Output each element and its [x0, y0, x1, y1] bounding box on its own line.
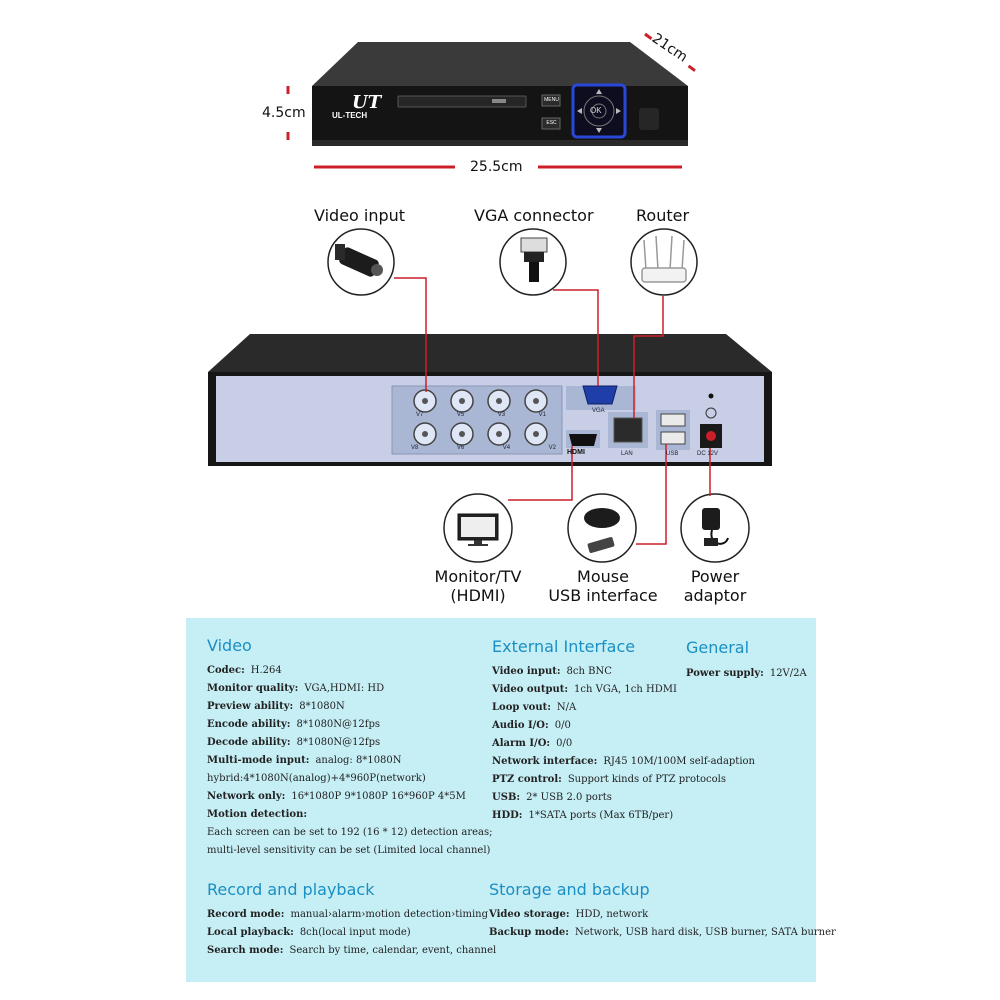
bnc-top-labels: V7 V5 V3 V1 — [416, 412, 546, 418]
spec-row: Video input:8ch BNC — [492, 666, 612, 677]
spec-row: HDD:1*SATA ports (Max 6TB/per) — [492, 810, 674, 821]
motion-text-line2: multi-level sensitivity can be set (Limi… — [207, 845, 491, 856]
spec-row: Power supply:12V/2A — [686, 668, 807, 679]
monitor-label-line2: (HDMI) — [450, 586, 506, 605]
esc-button — [541, 117, 561, 130]
esc-button-label: ESC — [546, 120, 557, 126]
connector-lines — [394, 277, 711, 545]
diagram: UT — [208, 32, 772, 563]
logo-text: UL-TECH — [332, 111, 368, 120]
vga-cable-icon — [520, 237, 548, 282]
spec-row: Video output:1ch VGA, 1ch HDMI — [492, 684, 677, 695]
spec-panel: Video Codec:H.264 Monitor quality:VGA,HD… — [186, 618, 836, 982]
vga-port — [582, 385, 618, 405]
spec-row: Multi-mode input:analog: 8*1080N — [207, 755, 402, 766]
monitor-screen-icon — [457, 513, 499, 546]
bnc-label: V2 — [548, 445, 556, 451]
lan-port-label: LAN — [621, 451, 633, 457]
bnc-label: V1 — [538, 412, 546, 418]
spec-row: Search mode:Search by time, calendar, ev… — [207, 945, 497, 956]
spec-row: USB:2* USB 2.0 ports — [492, 792, 612, 803]
hdmi-port-label: HDMI — [567, 449, 585, 456]
bnc-label: V7 — [416, 412, 424, 418]
spec-row: Loop vout:N/A — [492, 702, 577, 713]
usb-port-label: USB — [666, 451, 679, 457]
mouse-label: Mouse USB interface — [544, 567, 662, 605]
router-device-icon — [641, 235, 687, 283]
mouse-label-line1: Mouse — [577, 567, 629, 586]
spec-row: Local playback:8ch(local input mode) — [207, 927, 411, 938]
spec-row: Encode ability:8*1080N@12fps — [207, 719, 381, 730]
nav-pad — [571, 83, 627, 139]
spec-row: Audio I/O:0/0 — [492, 720, 571, 731]
logo-mark: UT — [352, 92, 383, 113]
adaptor-device-icon — [702, 508, 729, 546]
dc-port-label: DC 12V — [697, 451, 719, 457]
bnc-label: V8 — [411, 445, 419, 451]
bnc-label: V3 — [497, 412, 506, 418]
vga-connector-label: VGA connector — [474, 206, 594, 225]
spec-row: Motion detection: — [207, 809, 308, 820]
spec-row: Backup mode:Network, USB hard disk, USB … — [489, 927, 836, 938]
spec-row: Record mode:manual›alarm›motion detectio… — [207, 909, 488, 920]
power-label: Power adaptor — [672, 567, 758, 605]
menu-button-label: MENU — [544, 97, 559, 103]
mouse-device-icon — [584, 508, 620, 553]
dimension-markers — [286, 32, 706, 169]
width-label: 25.5cm — [470, 159, 523, 175]
camera-icon — [335, 244, 383, 277]
spec-row: Network only:16*1080P 9*1080P 16*960P 4*… — [207, 791, 466, 802]
bnc-bottom-labels: V8 V6 V4 V2 — [411, 445, 556, 451]
monitor-label-line1: Monitor/TV — [434, 567, 522, 586]
diagram-canvas: UT — [208, 32, 772, 563]
hybrid-text: hybrid:4*1080N(analog)+4*960P(network) — [207, 773, 426, 784]
height-label: 4.5cm — [262, 105, 306, 121]
motion-text-line1: Each screen can be set to 192 (16 * 12) … — [207, 827, 493, 838]
ok-button-label: OK — [590, 106, 602, 115]
bnc-label: V6 — [456, 445, 465, 451]
storage-heading: Storage and backup — [489, 880, 650, 899]
spec-row: Decode ability:8*1080N@12fps — [207, 737, 381, 748]
power-label-line2: adaptor — [683, 586, 747, 605]
bnc-label: V4 — [502, 445, 511, 451]
record-heading: Record and playback — [207, 880, 375, 899]
menu-button — [541, 94, 561, 107]
mouse-label-line2: USB interface — [548, 586, 658, 605]
video-input-label: Video input — [314, 206, 406, 225]
video-heading: Video — [207, 636, 252, 655]
spec-row: Alarm I/O:0/0 — [492, 738, 573, 749]
spec-row: Preview ability:8*1080N — [207, 701, 345, 712]
bnc-label: V5 — [456, 412, 465, 418]
spec-row: Codec:H.264 — [207, 665, 282, 676]
spec-row: Video storage:HDD, network — [489, 909, 649, 920]
dvr-rear-view — [208, 334, 772, 466]
external-heading: External Interface — [492, 637, 636, 656]
monitor-label: Monitor/TV (HDMI) — [428, 567, 528, 605]
spec-row: Network interface:RJ45 10M/100M self-ada… — [492, 756, 755, 767]
spec-row: PTZ control:Support kinds of PTZ protoco… — [492, 774, 726, 785]
vga-port-label: VGA — [592, 408, 605, 414]
spec-row: Monitor quality:VGA,HDMI: HD — [207, 683, 385, 694]
dvr-front-view: UT — [312, 42, 688, 146]
general-heading: General — [686, 638, 750, 657]
power-label-line1: Power — [690, 567, 740, 586]
router-label: Router — [636, 206, 690, 225]
router-icon — [630, 228, 698, 296]
